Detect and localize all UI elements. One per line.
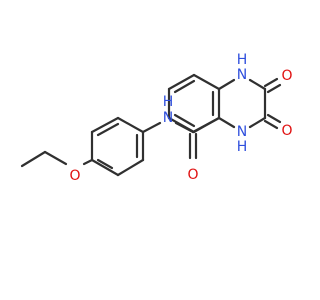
bond-phenyl-n (141, 121, 162, 134)
bond-c2-o-b (266, 83, 282, 94)
molecule-structure: N H O O N H N H O O (20, 52, 293, 184)
amide-oxygen-label: O (187, 167, 198, 183)
bond-phenyl-2 (90, 116, 120, 134)
bond-benzo-5 (167, 116, 196, 134)
bond-c3-o-b (266, 113, 282, 124)
bond-phenyl-inner-3 (96, 158, 114, 170)
ether-oxygen-label: O (69, 168, 80, 184)
bond-phenyl-6 (90, 158, 120, 177)
atom-labels: N H O O N H N H O O (69, 52, 292, 184)
bond-ethyl-ch2 (43, 150, 68, 166)
ring-hydrogen-4-label: H (237, 139, 248, 155)
bond-n1-c2 (248, 78, 267, 91)
bond-benzo-2 (192, 73, 221, 91)
bond-ring-n1 (217, 78, 236, 91)
bond-phenyl-5 (116, 158, 145, 177)
bond-c3-o-a (263, 119, 279, 130)
bond-n4-ring (217, 116, 236, 129)
ring-nitrogen-4-label: N (237, 124, 247, 140)
dione-oxygen-3-label: O (281, 123, 292, 139)
bond-ethyl-ch3 (20, 150, 47, 168)
bond-benzo-inner-3 (173, 113, 196, 128)
dione-oxygen-2-label: O (281, 68, 292, 84)
ring-nitrogen-1-label: N (237, 67, 247, 83)
bond-benzo-inner-2 (173, 79, 196, 94)
bond-phenyl-inner-1 (96, 122, 120, 137)
amide-nitrogen-label: N (163, 110, 173, 126)
bond-c2-o-a (263, 77, 279, 88)
bond-benzo-3 (167, 73, 196, 91)
bond-ether-o-ring (82, 158, 94, 166)
bond-phenyl-3 (116, 116, 145, 134)
bond-c3-n4 (248, 116, 267, 129)
ring-hydrogen-1-label: H (237, 52, 248, 68)
bonds (20, 73, 282, 177)
bond-benzo-6 (192, 116, 221, 134)
amide-hydrogen-label: H (163, 94, 174, 110)
